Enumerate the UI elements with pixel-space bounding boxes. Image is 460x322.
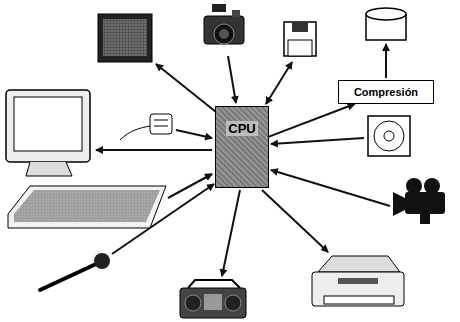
microphone-icon [40, 253, 110, 290]
node-label: Compresión [354, 86, 418, 98]
camera-icon [204, 4, 244, 44]
cd-icon [368, 116, 410, 156]
tv-icon [98, 14, 152, 62]
radio-icon [180, 280, 246, 318]
compression-box: Compresión [338, 80, 434, 104]
printer-icon [312, 256, 404, 306]
device-arrows [96, 44, 390, 276]
connector-arrow [269, 104, 355, 137]
input-device-icon [120, 114, 172, 140]
monitor-icon [6, 90, 90, 176]
video-camera-icon [393, 178, 445, 224]
keyboard-icon [8, 186, 166, 228]
storage-icon [366, 8, 406, 40]
cpu-box: CPU [215, 106, 269, 188]
floppy-icon [284, 22, 316, 56]
node-label: CPU [226, 121, 257, 136]
